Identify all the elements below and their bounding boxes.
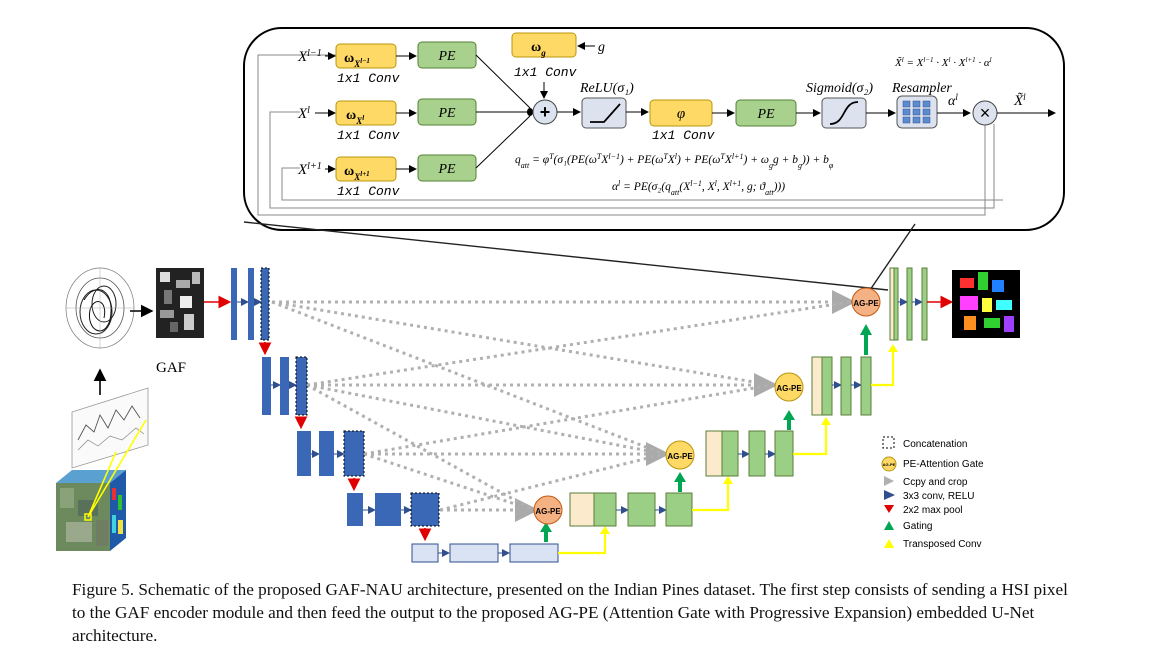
copy-crop-icon (884, 476, 894, 486)
conv-label-2: 1x1 Conv (337, 128, 401, 143)
legend-gating: Gating (903, 521, 932, 532)
gate-weight-box (511, 32, 577, 58)
svg-text:φ: φ (677, 106, 685, 122)
inset-panel: Xl−1 Xl Xl+1 ωXl−1 ωXl ωXl+1 1x1 Conv 1x… (243, 27, 1065, 291)
attention-gate-2: AG-PE (774, 372, 804, 402)
transposed-conv-icon (884, 539, 894, 548)
conv-icon (884, 490, 895, 500)
resampler-label: Resampler (891, 81, 952, 96)
legend-transposed-conv: Transposed Conv (903, 539, 982, 550)
equation-output: X̃l = Xl−1 · Xl · Xl+1 · αl (894, 56, 992, 69)
conv-label-3: 1x1 Conv (337, 184, 401, 199)
conv-label-1: 1x1 Conv (337, 71, 401, 86)
svg-text:+: + (540, 102, 551, 122)
svg-text:×: × (980, 103, 991, 123)
legend-concatenation: Concatenation (903, 439, 968, 450)
legend-conv: 3x3 conv, RELU (903, 491, 975, 502)
concatenation-icon (882, 436, 895, 449)
skip-connections (271, 290, 856, 522)
svg-text:PE: PE (437, 162, 456, 177)
attention-gate-3: AG-PE (665, 440, 695, 470)
figure-caption: Figure 5. Schematic of the proposed GAF-… (72, 580, 1068, 645)
equation-q: qatt = φT(σ₁(PE(ωTXl−1) + PE(ωTXl) + PE(… (515, 152, 834, 170)
svg-text:AG-PE: AG-PE (853, 299, 879, 308)
conv-label-g: 1x1 Conv (514, 65, 578, 80)
attention-gate-icon (881, 456, 897, 472)
legend-max-pool: 2x2 max pool (903, 505, 962, 516)
legend: Concatenation AG-PE PE-Attention Gate Cc… (881, 436, 984, 550)
decoder (558, 267, 954, 555)
gate-input-g: g (598, 40, 605, 55)
spectral-signature-plot (71, 387, 149, 518)
gating-icon (884, 521, 894, 530)
gating-arrows (540, 324, 872, 542)
svg-text:AG-PE: AG-PE (667, 452, 693, 461)
attention-gate-1: AG-PE (851, 287, 881, 317)
alpha-label: αl (948, 92, 958, 109)
legend-copy-crop: Ccpy and crop (903, 477, 968, 488)
svg-text:AG-PE: AG-PE (776, 384, 802, 393)
sigmoid-label: Sigmoid(σ₂) (806, 81, 873, 96)
relu-label: ReLU(σ₁) (579, 81, 634, 96)
gaf-image (156, 268, 204, 338)
classification-map (952, 270, 1020, 338)
svg-text:PE: PE (437, 106, 456, 121)
output-label: X̃l (1013, 92, 1026, 109)
max-pool-icon (884, 505, 894, 513)
svg-text:PE: PE (437, 49, 456, 64)
conv-label-phi: 1x1 Conv (652, 128, 716, 143)
polar-gaf-plot (65, 267, 135, 349)
relu-box (581, 97, 627, 129)
svg-text:PE: PE (756, 107, 775, 122)
weight-box-cur (335, 100, 397, 126)
gaf-label: GAF (156, 360, 186, 376)
svg-text:AG-PE: AG-PE (535, 507, 561, 516)
encoder (231, 267, 559, 563)
input-x: Xl (297, 105, 310, 123)
legend-attention-gate: PE-Attention Gate (903, 459, 984, 470)
svg-text:AG-PE: AG-PE (883, 462, 896, 467)
attention-gate-4: AG-PE (533, 495, 563, 525)
